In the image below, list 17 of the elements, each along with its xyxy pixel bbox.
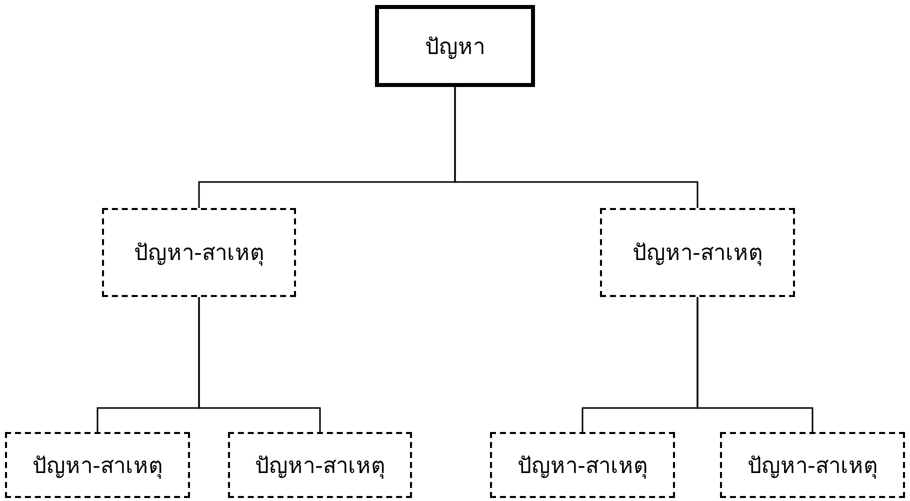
box-label: ปัญหา-สาเหตุ [518,452,648,481]
box-label: ปัญหา-สาเหตุ [134,240,264,268]
box-label: ปัญหา-สาเหตุ [32,452,162,481]
process-box [600,208,795,297]
box-label: ปัญหา-สาเหตุ [255,452,385,481]
box-label: ปัญหา [425,34,485,62]
connector-line [696,297,814,432]
process-box [5,432,190,498]
box-label: ปัญหา-สาเหตุ [748,452,878,481]
root-box [375,5,535,87]
process-box [720,432,905,498]
connector-line [454,87,698,208]
process-box [490,432,675,498]
box-label: ปัญหา-สาเหตุ [632,240,762,268]
process-box [102,208,296,297]
connector-line [198,297,321,432]
process-box [228,432,412,498]
